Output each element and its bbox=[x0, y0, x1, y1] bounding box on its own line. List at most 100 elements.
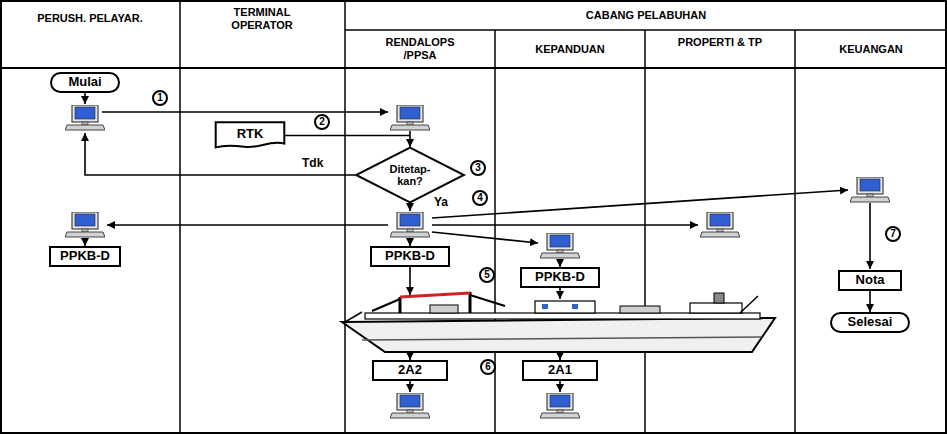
window bbox=[572, 304, 578, 309]
text-wrap: PPKB-D bbox=[60, 249, 110, 263]
text-wrap: Mulai bbox=[68, 75, 101, 89]
process-box: Nota bbox=[838, 270, 902, 291]
flow-line bbox=[559, 287, 561, 299]
diamond-outline bbox=[356, 148, 464, 203]
flow-line bbox=[559, 259, 561, 267]
callout-number: 2 bbox=[314, 114, 330, 130]
lane-header: KEPANDUAN bbox=[495, 43, 645, 56]
stern-mast bbox=[740, 296, 758, 313]
deck-house bbox=[535, 301, 595, 313]
callout-number: 3 bbox=[470, 160, 486, 176]
node-text: PPKB-D bbox=[385, 249, 435, 263]
process-box: PPKB-D bbox=[520, 267, 600, 288]
process-box: 2A1 bbox=[522, 360, 598, 381]
text-wrap: Selesai bbox=[848, 315, 893, 329]
callout-number: 5 bbox=[479, 267, 495, 283]
start-terminator: Mulai bbox=[50, 72, 120, 93]
flow-connector bbox=[285, 136, 410, 148]
node-text: Selesai bbox=[848, 315, 893, 329]
computer-icon bbox=[540, 393, 580, 418]
ship-illustration bbox=[342, 292, 775, 352]
lane-line bbox=[344, 0, 346, 434]
flow-connector bbox=[869, 291, 871, 312]
node-text: PPKB-D bbox=[535, 270, 585, 284]
decision-diamond: Ditetap- kan? bbox=[355, 147, 465, 203]
bridge-house bbox=[690, 303, 742, 313]
lane-header: PROPERTI & TP bbox=[675, 36, 765, 49]
computer-icon bbox=[65, 212, 105, 237]
ship-hull bbox=[342, 318, 775, 352]
flow-line bbox=[409, 352, 411, 360]
deck-cargo bbox=[430, 305, 458, 313]
flow-line bbox=[409, 131, 411, 135]
crane-boom bbox=[372, 299, 400, 311]
flow-line bbox=[432, 232, 538, 243]
lane-header: PERUSH. PELAYAR. bbox=[0, 12, 180, 25]
branch-label: Tdk bbox=[300, 157, 325, 171]
computer-icon bbox=[65, 105, 105, 130]
computer-icon bbox=[850, 177, 890, 202]
flow-line bbox=[409, 266, 411, 295]
flow-line bbox=[559, 352, 561, 360]
text-wrap: Ditetap- kan? bbox=[384, 163, 436, 187]
node-text: 2A1 bbox=[548, 363, 572, 377]
document-shape: RTK bbox=[215, 122, 285, 149]
ship-deck bbox=[365, 313, 760, 319]
computer-icon bbox=[700, 212, 740, 237]
text-wrap: RTK bbox=[237, 127, 264, 141]
process-box: 2A2 bbox=[372, 360, 448, 381]
window bbox=[542, 304, 548, 309]
bow-rail bbox=[345, 312, 362, 322]
crane-boom bbox=[470, 295, 505, 306]
lane-line bbox=[794, 30, 796, 434]
header-line bbox=[0, 67, 947, 69]
flow-line bbox=[102, 111, 388, 113]
lane-header: CABANG PELABUHAN bbox=[345, 9, 947, 22]
text-wrap: 2A2 bbox=[398, 363, 422, 377]
branch-label: Ya bbox=[432, 196, 450, 210]
callout-number: 7 bbox=[885, 226, 901, 242]
flow-line bbox=[432, 190, 848, 218]
node-text: Ditetap- kan? bbox=[384, 163, 436, 187]
flow-line bbox=[84, 238, 86, 246]
flow-line bbox=[559, 380, 561, 392]
computer-icon bbox=[390, 393, 430, 418]
node-text: RTK bbox=[237, 127, 264, 141]
node-text: Nota bbox=[856, 273, 885, 287]
node-text: PPKB-D bbox=[60, 249, 110, 263]
text-wrap: Nota bbox=[856, 273, 885, 287]
text-wrap: PPKB-D bbox=[385, 249, 435, 263]
flow-line bbox=[107, 224, 388, 226]
callout-number: 4 bbox=[472, 190, 488, 206]
callout-number: 1 bbox=[152, 90, 168, 106]
funnel bbox=[714, 293, 724, 303]
process-box: PPKB-D bbox=[49, 246, 121, 267]
document-outline bbox=[216, 122, 285, 147]
node-text: 2A2 bbox=[398, 363, 422, 377]
computer-icon bbox=[540, 233, 580, 258]
flow-line bbox=[409, 380, 411, 392]
header-line bbox=[345, 29, 947, 31]
deck-cargo bbox=[620, 306, 660, 313]
text-wrap: 2A1 bbox=[548, 363, 572, 377]
callout-number: 6 bbox=[480, 359, 496, 375]
crane-rail bbox=[400, 293, 470, 297]
lane-header: TERMINAL OPERATOR bbox=[212, 6, 312, 31]
flow-line bbox=[432, 224, 698, 226]
lane-line bbox=[644, 30, 646, 434]
lane-line bbox=[494, 30, 496, 434]
computer-icon bbox=[390, 105, 430, 130]
lane-header: KEUANGAN bbox=[795, 43, 947, 56]
process-box: PPKB-D bbox=[370, 246, 450, 267]
text-wrap: PPKB-D bbox=[535, 270, 585, 284]
lane-line bbox=[179, 0, 181, 434]
flow-line bbox=[409, 238, 411, 246]
end-terminator: Selesai bbox=[830, 312, 910, 333]
node-text: Mulai bbox=[68, 75, 101, 89]
flow-line bbox=[84, 93, 86, 104]
flow-line bbox=[869, 203, 871, 269]
